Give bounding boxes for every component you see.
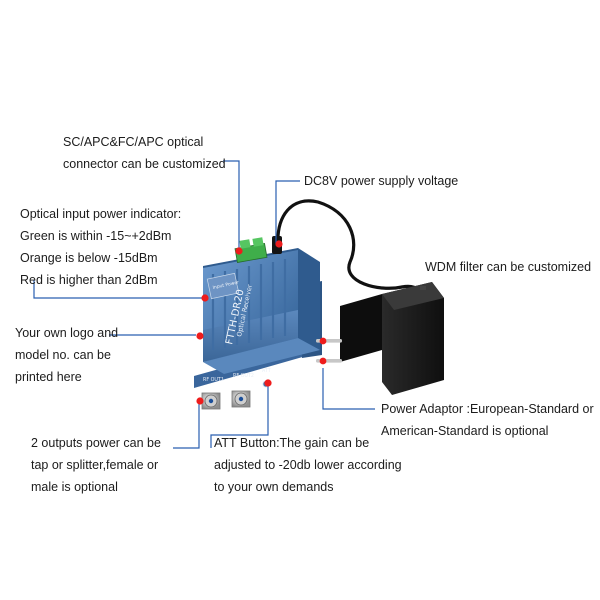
power-voltage-callout: DC8V power supply voltage xyxy=(304,170,458,192)
power-adaptor xyxy=(340,282,444,395)
att-label: ATT xyxy=(262,368,271,374)
callout-line: Orange is below -15dBm xyxy=(20,251,158,265)
callout-line: ATT Button:The gain can be xyxy=(214,436,370,450)
callout-line: SC/APC&FC/APC optical xyxy=(63,135,204,149)
callout-lines xyxy=(33,160,375,449)
callout-line: adjusted to -20db lower according xyxy=(214,458,402,472)
callout-line: Your own logo and xyxy=(15,326,119,340)
power-cable xyxy=(276,199,404,290)
port2-label: RF OUT2 xyxy=(233,373,254,379)
rf-out1-connector xyxy=(201,392,221,410)
callout-line: WDM filter can be customized xyxy=(425,260,592,274)
outputs-callout: 2 outputs power can be tap or splitter,f… xyxy=(31,432,161,498)
callout-line: model no. can be xyxy=(15,348,111,362)
rf-out2-connector xyxy=(231,390,251,408)
wdm-callout: WDM filter can be customized xyxy=(425,256,591,278)
callout-line: Red is higher than 2dBm xyxy=(20,273,158,287)
callout-line: tap or splitter,female or xyxy=(31,458,159,472)
adaptor-callout: Power Adaptor :European-Standard or Amer… xyxy=(381,398,594,442)
callout-line: Power Adaptor :European-Standard or xyxy=(381,402,594,416)
callout-line: Green is within -15~+2dBm xyxy=(20,229,172,243)
indicator-callout: Optical input power indicator: Green is … xyxy=(20,203,181,291)
port1-label: RF OUT1 xyxy=(203,377,224,383)
connector-callout: SC/APC&FC/APC optical connector can be c… xyxy=(63,131,226,175)
callout-line: 2 outputs power can be xyxy=(31,436,161,450)
indicator-panel xyxy=(206,272,240,300)
callout-line: American-Standard is optional xyxy=(381,424,549,438)
callout-markers xyxy=(196,240,327,405)
callout-line: connector can be customized xyxy=(63,157,226,171)
callout-line: printed here xyxy=(15,370,82,384)
callout-line: Optical input power indicator: xyxy=(20,207,182,221)
callout-line: to your own demands xyxy=(214,480,334,494)
callout-line: DC8V power supply voltage xyxy=(304,174,459,188)
power-terminal-block xyxy=(234,237,268,263)
att-callout: ATT Button:The gain can be adjusted to -… xyxy=(214,432,402,498)
indicator-label: Input Power xyxy=(212,280,239,291)
callout-line: male is optional xyxy=(31,480,118,494)
logo-callout: Your own logo and model no. can be print… xyxy=(15,322,118,388)
